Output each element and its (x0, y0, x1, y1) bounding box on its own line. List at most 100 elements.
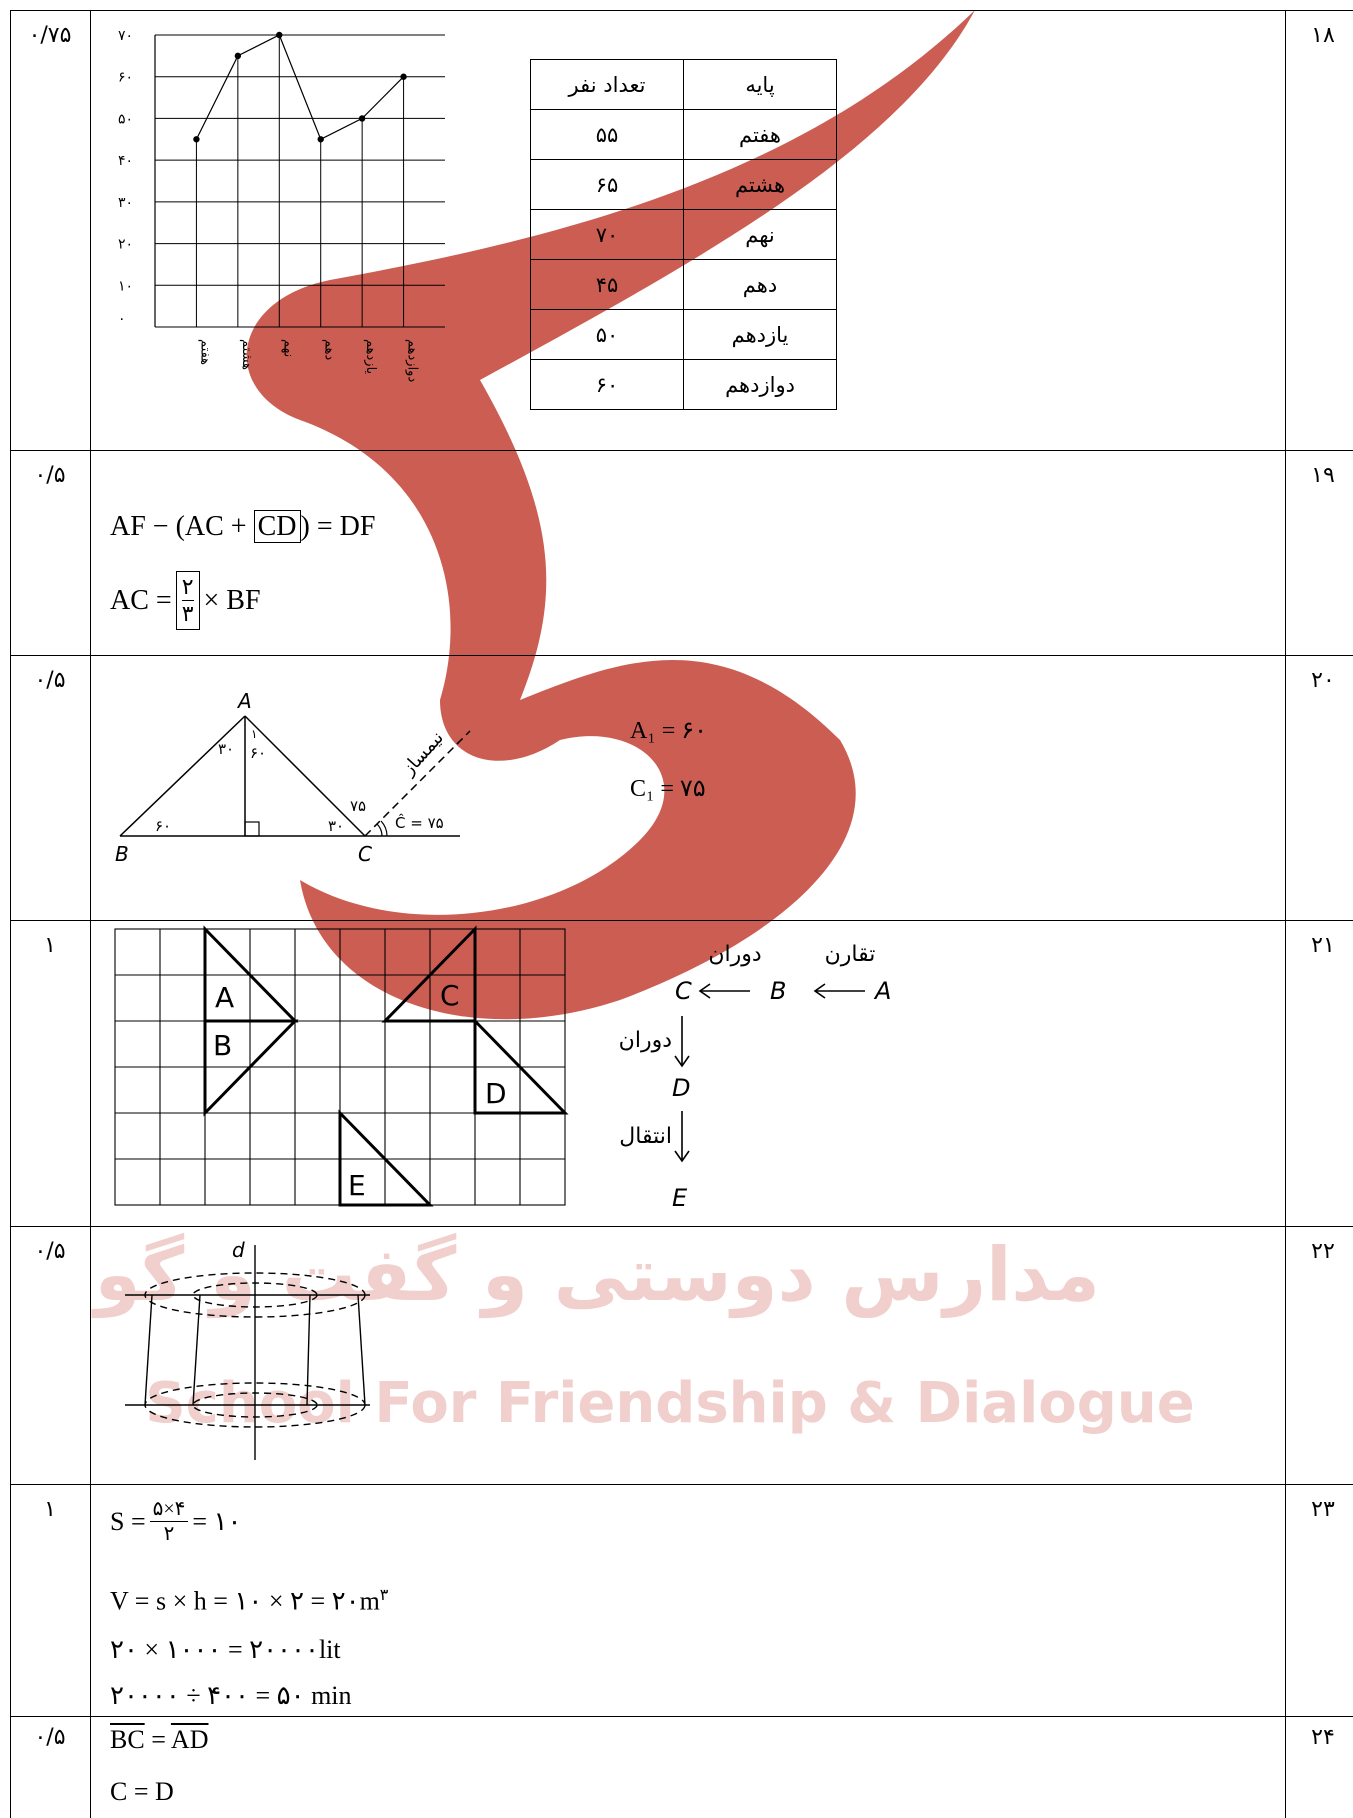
shape-d-label: D (485, 1077, 507, 1110)
angle-c-inner-label: ۳۰ (328, 817, 344, 835)
score: ۰/۵ (34, 668, 66, 693)
table-cell: دهم (683, 259, 837, 310)
point-equality: C = D (110, 1777, 174, 1806)
angle-a-left-label: ۳۰ (218, 740, 234, 758)
flow-node-d: D (672, 1074, 690, 1102)
flow-node-c: C (675, 977, 692, 1005)
boxed-answer: CD (253, 510, 301, 543)
chart-data-point (234, 52, 242, 60)
vertex-c-label: C (358, 842, 372, 866)
chart-data-point (358, 115, 366, 122)
chart-y-tick-label: ۲۰ (118, 237, 133, 253)
flow-label-rotation-1: دوران (708, 942, 761, 967)
exponent: ۳ (379, 1587, 389, 1604)
table-cell: ۵۵ (530, 109, 684, 160)
equation-part: V = s × h = ۱۰ × ۲ = ۲۰m (110, 1586, 380, 1616)
axis-d-label: d (232, 1238, 245, 1262)
table-header-grade: پایه (683, 59, 837, 110)
chart-x-tick-label: هشتم (239, 339, 254, 370)
chart-y-tick-label: ۵۰ (118, 111, 133, 127)
table-cell: ۵۰ (530, 309, 684, 360)
question-number: ۱۸ (1311, 23, 1335, 48)
chart-x-tick-label: دهم (322, 339, 337, 361)
chart-x-tick-label: دوازدهم (405, 339, 420, 382)
table-cell: هشتم (683, 159, 837, 210)
table-cell: ۶۵ (530, 159, 684, 210)
volume-equation: V = s × h = ۱۰ × ۲ = ۲۰m۳ (110, 1585, 388, 1617)
chart-data-point (317, 136, 324, 143)
shape-a-label: A (215, 981, 234, 1014)
flow-node-b: B (770, 977, 786, 1005)
score: ۰/۵ (34, 463, 66, 488)
segment-bc: BC (110, 1725, 145, 1754)
equation-part: S = (110, 1506, 146, 1536)
segment-ad: AD (170, 1725, 209, 1754)
rotation-solid-diagram: d (125, 1238, 370, 1460)
transformation-flow-diagram: A B C D E تقارن دوران دوران انتقال (619, 942, 892, 1212)
angle-a-index: ۱ (251, 727, 257, 741)
fraction-numerator: ۵×۴ (149, 1497, 189, 1522)
chart-data-point (193, 136, 200, 143)
table-cell: نهم (683, 209, 837, 260)
boxed-fraction: ۲ ۳ (175, 571, 200, 630)
chart-y-tick-label: ۳۰ (118, 195, 133, 211)
question-number: ۲۱ (1311, 933, 1335, 958)
fraction-denominator: ۲ (163, 1523, 175, 1545)
question-row-21: ۱ ۲۱ A B C D E A B C (10, 920, 1353, 1226)
chart-y-tick-label: ۶۰ (118, 70, 133, 86)
equation-part: AC = (110, 584, 172, 616)
number-column-divider (1285, 10, 1286, 1818)
liter-equation: ۲۰ × ۱۰۰۰ = ۲۰۰۰۰lit (110, 1635, 341, 1664)
question-row-22: ۰/۵ ۲۲ d (10, 1226, 1353, 1484)
vertex-a-label: A (236, 689, 252, 713)
transformation-grid: A B C D E (114, 925, 569, 1207)
angle-b-label: ۶۰ (155, 817, 171, 835)
table-cell: دوازدهم (683, 359, 837, 410)
chart-x-tick-label: هفتم (197, 339, 212, 365)
angle-equation-2: C₁ = ۷۵ (630, 776, 706, 802)
flow-node-a: A (873, 977, 891, 1005)
score: ۱ (44, 933, 56, 958)
question-row-19: ۰/۵ ۱۹ AF − (AC + CD) = DF AC = ۲ ۳ × BF (10, 450, 1353, 655)
equation-part: × BF (203, 584, 261, 616)
triangle-diagram: A B C ۶۰ ۳۰ ۶۰ ۱ ۳۰ ۷۵ Ĉ = ۷۵ نیمساز (115, 689, 471, 866)
question-number: ۲۰ (1311, 668, 1335, 693)
vertex-b-label: B (115, 842, 129, 866)
question-row-23: ۱ ۲۳ S = ۵×۴ ۲ = ۱۰ V = s × h = ۱۰ × ۲ =… (10, 1484, 1353, 1716)
question-number: ۲۲ (1311, 1239, 1335, 1264)
equation-line-1: AF − (AC + CD) = DF (110, 510, 376, 543)
flow-label-rotation-2: دوران (619, 1028, 672, 1053)
equation-part: = ۱۰ (192, 1506, 242, 1536)
angle-c-outer-label: ۷۵ (350, 797, 366, 815)
table-cell: هفتم (683, 109, 837, 160)
equation-part: ) = DF (300, 511, 376, 542)
flow-label-symmetry: تقارن (825, 942, 876, 967)
table-cell: ۴۵ (530, 259, 684, 310)
fraction-denominator: ۳ (181, 601, 194, 626)
chart-data-point (400, 73, 407, 80)
table-header-row: پایه تعداد نفر (530, 59, 837, 110)
chart-y-tick-label: ۷۰ (118, 28, 133, 44)
table-header-count: تعداد نفر (530, 59, 684, 110)
area-equation: S = ۵×۴ ۲ = ۱۰ (110, 1497, 241, 1546)
segment-equality: BC = AD (110, 1725, 208, 1755)
chart-data-point (276, 31, 283, 39)
question-row-24: ۰/۵ ۲۴ BC = AD C = D (10, 1716, 1353, 1818)
question-number: ۲۴ (1311, 1725, 1335, 1750)
shape-c-label: C (440, 979, 460, 1012)
chart-x-tick-label: یازدهم (363, 339, 378, 375)
chart-y-tick-label: ۱۰ (118, 278, 133, 294)
fraction: ۵×۴ ۲ (149, 1497, 189, 1546)
shape-e-label: E (348, 1169, 366, 1202)
angle-a-right-label: ۶۰ (250, 744, 266, 762)
shape-b-label: B (213, 1029, 232, 1062)
score-column-divider (90, 10, 91, 1818)
table-cell: ۶۰ (530, 359, 684, 410)
